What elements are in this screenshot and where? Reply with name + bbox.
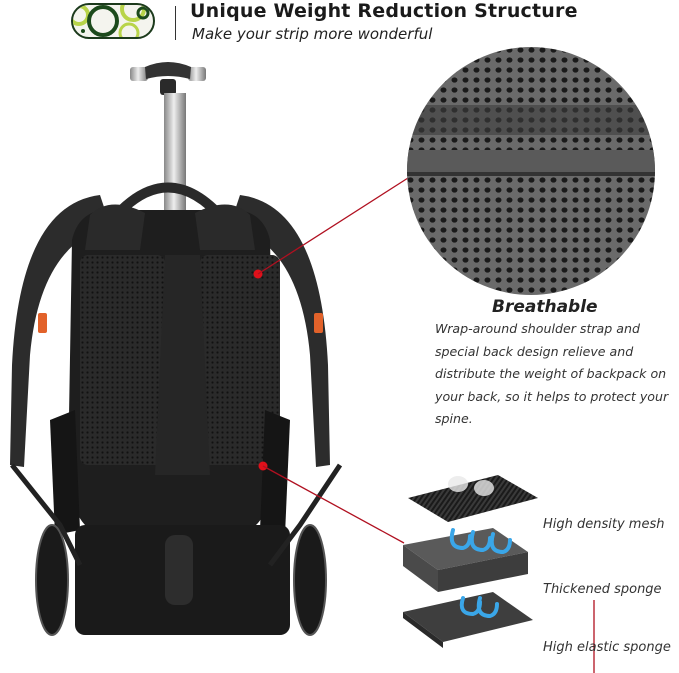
layer-label-elastic-sponge: High elastic sponge <box>543 640 671 655</box>
page-title: Unique Weight Reduction Structure <box>190 0 578 22</box>
page-subtitle: Make your strip more wonderful <box>192 25 433 43</box>
layer-label-thickened-sponge: Thickened sponge <box>543 582 662 597</box>
mesh-layer <box>408 475 538 522</box>
feature-description: Wrap-around shoulder strap and special b… <box>435 321 669 426</box>
feature-title: Breathable <box>492 297 598 317</box>
brand-logo-badge <box>71 3 155 39</box>
layer-stack-image <box>403 475 538 648</box>
mesh-closeup-image <box>407 47 655 295</box>
callout-dot-back <box>258 461 268 471</box>
airflow-arrows-icon <box>449 528 512 619</box>
rolling-backpack-image <box>10 62 343 636</box>
thick-sponge-layer <box>438 552 528 592</box>
callout-dot-shoulder <box>253 269 263 279</box>
elastic-sponge-layer <box>403 612 443 648</box>
circles-logo-icon <box>73 5 150 37</box>
layer-label-mesh: High density mesh <box>543 517 665 532</box>
header-divider <box>175 6 176 40</box>
